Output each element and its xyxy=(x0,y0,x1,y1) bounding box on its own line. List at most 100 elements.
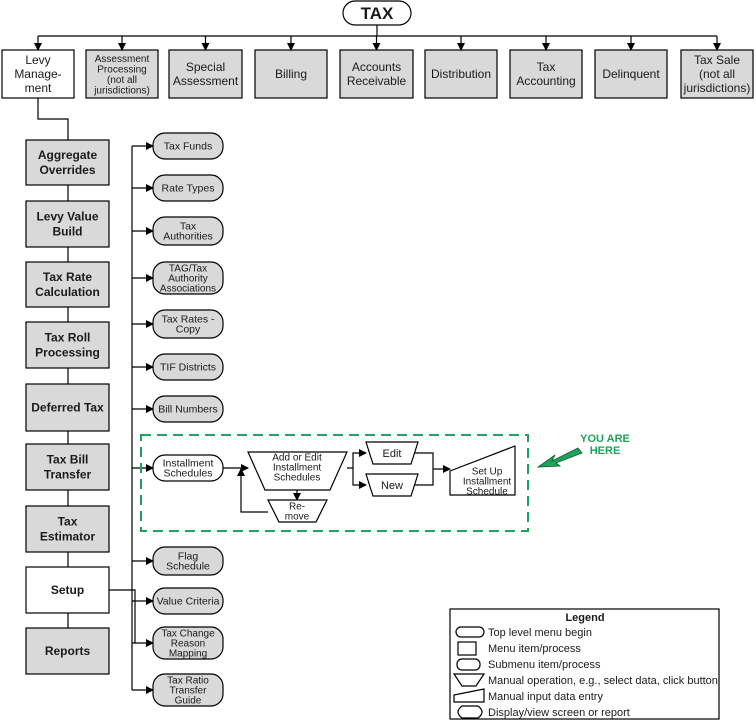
node-label: Deferred Tax xyxy=(31,401,104,415)
display-icon xyxy=(457,705,483,719)
you-are-here-label: YOU ARE xyxy=(580,433,630,445)
submenu-value-criteria[interactable]: Value Criteria xyxy=(152,587,224,615)
node-label: Processing xyxy=(35,346,100,360)
you-are-here-label: HERE xyxy=(590,445,621,457)
top-menu-delinquent[interactable]: Delinquent xyxy=(594,49,668,99)
node-label: Accounts xyxy=(352,60,401,74)
legend-item-label: Menu item/process xyxy=(488,643,581,655)
node-label: Authorities xyxy=(163,231,213,243)
node-label: Add or Edit xyxy=(272,453,322,464)
node-label: Tax Roll xyxy=(45,331,91,345)
submenu-rounded-rectangle xyxy=(152,546,224,576)
menu-item-rectangle xyxy=(25,383,110,432)
node-label: Edit xyxy=(383,448,402,460)
top-menu-distribution[interactable]: Distribution xyxy=(424,49,498,99)
levy-menu-deferred-tax[interactable]: Deferred Tax xyxy=(25,383,110,432)
edit-step[interactable]: Edit xyxy=(365,441,419,465)
menu-item-rectangle xyxy=(25,200,110,248)
top-menu-billing[interactable]: Billing xyxy=(254,49,328,99)
node-label: Assessment xyxy=(95,54,150,65)
legend-box xyxy=(449,608,720,720)
node-label: Special xyxy=(186,60,225,74)
submenu-rate-types[interactable]: Rate Types xyxy=(152,174,224,202)
node-label: Delinquent xyxy=(602,67,660,81)
submenu-rounded-rectangle xyxy=(152,174,224,202)
node-label: Rate Types xyxy=(162,183,215,195)
menu-item-rectangle xyxy=(594,49,668,99)
menu-item-rectangle xyxy=(85,49,159,99)
node-label: Build xyxy=(53,225,83,239)
node-label: Estimator xyxy=(40,530,96,544)
submenu-tax-funds[interactable]: Tax Funds xyxy=(152,132,224,160)
node-label: Tax xyxy=(537,60,556,74)
node-label: Schedule xyxy=(166,561,210,573)
connector-lines xyxy=(34,25,721,694)
submenu-rounded-rectangle xyxy=(152,309,224,339)
levy-menu-setup[interactable]: Setup xyxy=(25,566,110,614)
node-label: Distribution xyxy=(431,67,491,81)
root-tax-node[interactable]: TAX xyxy=(342,0,412,26)
node-label: Tax Rate xyxy=(43,270,92,284)
legend-item-label: Manual input data entry xyxy=(488,691,603,703)
submenu-tif-districts[interactable]: TIF Districts xyxy=(152,353,224,381)
node-label: Mapping xyxy=(169,649,207,660)
manual-operation-shape xyxy=(267,499,328,523)
node-label: Tax Bill xyxy=(47,453,89,467)
manual-operation-shape xyxy=(247,451,348,491)
node-label: ment xyxy=(25,81,52,95)
node-label: TIF Districts xyxy=(160,362,216,374)
node-label: Setup xyxy=(51,583,84,597)
loop-arrow xyxy=(237,468,268,513)
remove-step[interactable]: Re-move xyxy=(267,499,328,523)
setup-link xyxy=(109,589,136,643)
trapezoid-icon xyxy=(452,673,486,687)
menu-item-rectangle xyxy=(25,139,110,186)
menu-item-rectangle xyxy=(424,49,498,99)
diagram-nodes: TAXLevyManage-mentAssessmentProcessing(n… xyxy=(1,0,754,707)
node-label: New xyxy=(381,480,403,492)
node-label: Schedules xyxy=(163,468,212,480)
node-label: (not all xyxy=(107,75,137,86)
node-label: Tax xyxy=(180,221,197,233)
node-label: move xyxy=(285,512,310,523)
submenu-tax-rates-copy[interactable]: Tax Rates -Copy xyxy=(152,309,224,339)
menu-item-rectangle xyxy=(339,49,414,99)
flow-arrow xyxy=(352,468,367,489)
node-label: Billing xyxy=(275,67,307,81)
legend-item-label: Manual operation, e.g., select data, cli… xyxy=(488,675,718,687)
new-step[interactable]: New xyxy=(365,473,419,497)
submenu-rounded-rectangle xyxy=(152,353,224,381)
manual-input-shape xyxy=(449,445,516,496)
node-label: Reason xyxy=(171,639,205,650)
legend-item-label: Submenu item/process xyxy=(488,659,601,671)
levy-menu-reports[interactable]: Reports xyxy=(25,627,110,675)
manual-operation-shape xyxy=(365,473,419,497)
you-are-here-arrow-icon xyxy=(536,447,583,468)
node-label: Guide xyxy=(175,696,202,707)
node-label: Transfer xyxy=(170,686,208,697)
submenu-bill-numbers[interactable]: Bill Numbers xyxy=(152,395,224,423)
